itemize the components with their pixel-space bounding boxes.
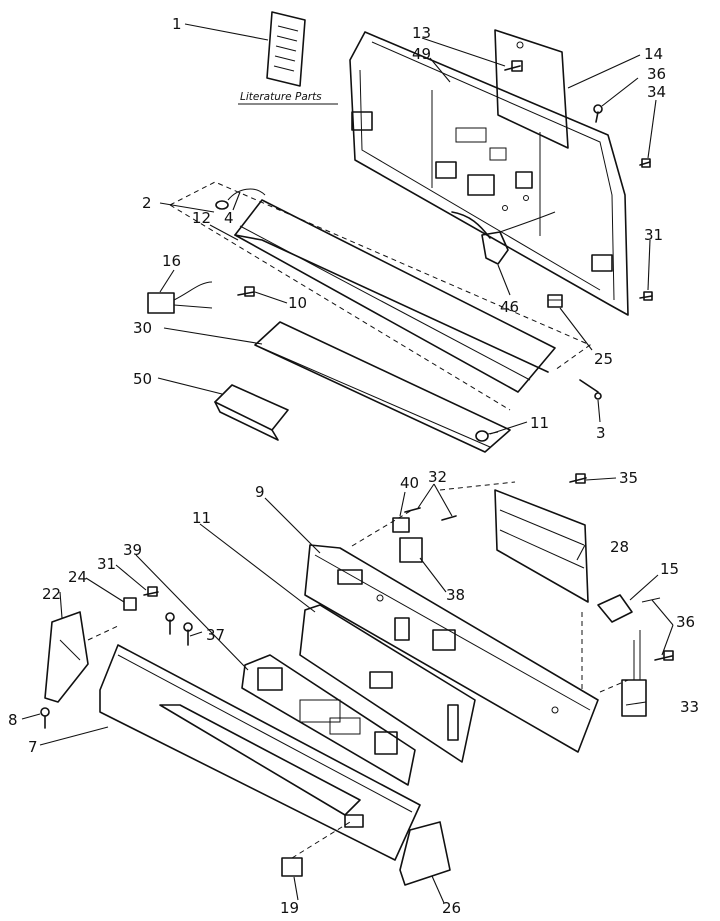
screw-36-lower xyxy=(654,650,674,661)
callout-39: 39 xyxy=(123,541,142,559)
callout-49: 49 xyxy=(412,45,431,63)
callout-13: 13 xyxy=(412,24,431,42)
callout-1: 1 xyxy=(172,15,182,33)
callout-50: 50 xyxy=(133,370,152,388)
front-control-panel xyxy=(99,644,421,861)
callout-22: 22 xyxy=(42,585,61,603)
callout-28: 28 xyxy=(610,538,629,556)
cover-plate-hole xyxy=(516,41,524,49)
rear-cover-plate xyxy=(494,29,569,149)
clip-24 xyxy=(123,597,137,611)
control-circuit-board xyxy=(494,489,589,603)
callout-11b: 11 xyxy=(192,509,211,527)
wire-harness xyxy=(451,211,556,265)
screw-31-left xyxy=(143,586,159,597)
alignment-line xyxy=(599,679,629,693)
screw-10 xyxy=(237,286,255,297)
rear-console-panel xyxy=(349,31,629,316)
fluorescent-lamp xyxy=(254,321,511,453)
transformer-15 xyxy=(597,594,661,623)
callout-46: 46 xyxy=(500,298,519,316)
callout-30: 30 xyxy=(133,319,152,337)
callout-19: 19 xyxy=(280,899,299,917)
callout-37: 37 xyxy=(206,626,225,644)
callout-31b: 31 xyxy=(644,226,663,244)
callout-24: 24 xyxy=(68,568,87,586)
callout-33: 33 xyxy=(680,698,699,716)
callout-7: 7 xyxy=(28,738,38,756)
callout-31a: 31 xyxy=(97,555,116,573)
callout-14: 14 xyxy=(644,45,663,63)
callout-8: 8 xyxy=(8,711,18,729)
screw-34 xyxy=(639,158,651,168)
screws-37 xyxy=(165,612,193,646)
alignment-line xyxy=(351,509,413,547)
callout-32: 32 xyxy=(428,468,447,486)
callout-36a: 36 xyxy=(647,65,666,83)
callout-36b: 36 xyxy=(676,613,695,631)
control-panel-frame xyxy=(304,544,599,753)
screw-31-right xyxy=(639,291,653,301)
assembly-outline-bottom xyxy=(169,204,511,411)
callout-9: 9 xyxy=(255,483,265,501)
callout-11a: 11 xyxy=(530,414,549,432)
switch-40 xyxy=(392,517,410,533)
end-cap-22 xyxy=(44,611,121,703)
callout-12: 12 xyxy=(192,209,211,227)
callout-34: 34 xyxy=(647,83,666,101)
lamp-socket xyxy=(215,188,266,210)
callout-2: 2 xyxy=(142,194,152,212)
pin-3 xyxy=(579,379,602,400)
knob-19 xyxy=(281,821,351,877)
screw-8 xyxy=(40,707,50,729)
end-cap-26 xyxy=(399,821,451,886)
relay-38 xyxy=(399,537,423,563)
caption-literature-parts: Literature Parts xyxy=(240,91,322,103)
callout-35: 35 xyxy=(619,469,638,487)
screw-36-upper xyxy=(593,104,603,123)
callout-4: 4 xyxy=(224,209,234,227)
callout-25: 25 xyxy=(594,350,613,368)
callout-16: 16 xyxy=(162,252,181,270)
screw-13 xyxy=(504,60,523,72)
callout-38: 38 xyxy=(446,586,465,604)
leader-lines xyxy=(21,23,674,904)
touchpad-module xyxy=(241,654,416,786)
callout-3: 3 xyxy=(596,424,606,442)
lamp-bracket xyxy=(214,384,289,441)
screw-32 xyxy=(404,507,457,521)
callout-40: 40 xyxy=(400,474,419,492)
clip-25 xyxy=(547,294,563,308)
callout-26: 26 xyxy=(442,899,461,917)
callout-labels: 1 2 3 4 7 8 9 10 11 11 12 13 14 15 16 19… xyxy=(8,15,699,917)
light-hood xyxy=(234,199,556,393)
literature-booklet xyxy=(266,11,306,87)
callout-15: 15 xyxy=(660,560,679,578)
callout-10: 10 xyxy=(288,294,307,312)
assembly-outline xyxy=(169,181,592,371)
lamp-starter xyxy=(147,281,213,314)
fuse-holder-33 xyxy=(621,630,647,717)
screw-35 xyxy=(569,473,587,484)
panel-overlay xyxy=(299,604,476,763)
alignment-line xyxy=(439,481,516,491)
